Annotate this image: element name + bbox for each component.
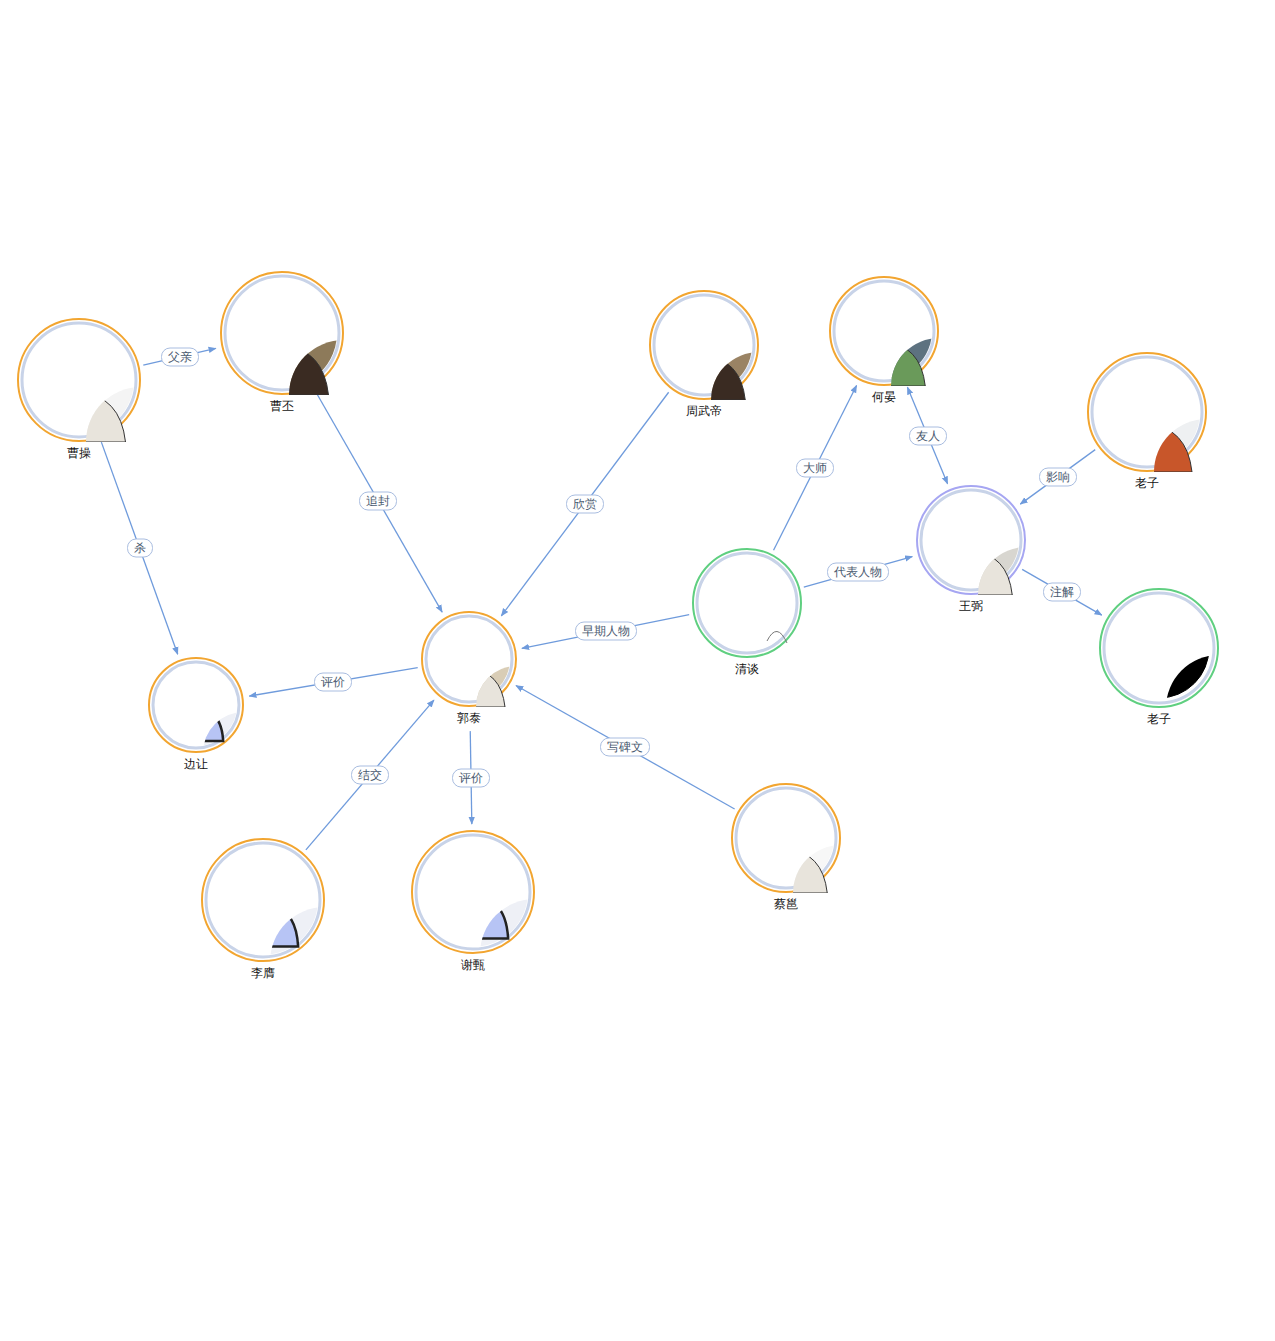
relation-label: 父亲 — [161, 347, 199, 366]
relation-arrow — [907, 387, 947, 483]
relation-arrow — [101, 442, 177, 654]
node-name-box: 曹丕 — [270, 398, 294, 415]
person-node: 蔡邕 — [731, 783, 841, 893]
node-name-box: 老子 — [1135, 475, 1159, 492]
relation-label: 结交 — [351, 765, 389, 784]
relation-arrow — [249, 668, 417, 696]
portrait-circle — [649, 290, 759, 400]
node-name-box: 边让 — [184, 756, 208, 773]
person-name: 曹操 — [67, 446, 91, 460]
relation-arrow — [501, 392, 668, 616]
node-name-box: 王弼 — [959, 598, 983, 615]
relation-arrow — [1022, 569, 1102, 615]
relation-arrow — [1020, 450, 1095, 504]
node-name-box: 曹操 — [67, 445, 91, 462]
person-node: 曹丕 — [220, 271, 344, 395]
person-name: 曹丕 — [270, 399, 294, 413]
person-node: 谢甄 — [411, 830, 535, 954]
relation-label: 影响 — [1039, 467, 1077, 486]
relation-arrow — [306, 700, 434, 850]
portrait-circle — [829, 276, 939, 386]
relation-label: 评价 — [452, 768, 490, 787]
node-name-box: 清谈 — [735, 661, 759, 678]
relation-label: 注解 — [1043, 583, 1081, 602]
node-name-box: 何晏 — [872, 389, 896, 406]
person-name: 老子 — [1135, 476, 1159, 490]
person-node: 老子 — [1099, 588, 1219, 708]
person-name: 蔡邕 — [774, 897, 798, 911]
relation-label: 大师 — [796, 458, 834, 477]
person-node: 郭泰 — [421, 611, 517, 707]
portrait-circle — [692, 548, 802, 658]
relation-arrow — [774, 385, 857, 550]
person-node: 曹操 — [17, 318, 141, 442]
person-node: 清谈 — [692, 548, 802, 658]
relation-label: 写碑文 — [600, 738, 650, 757]
person-name: 周武帝 — [686, 404, 722, 418]
portrait-circle — [201, 838, 325, 962]
node-name-box: 蔡邕 — [774, 896, 798, 913]
node-name-box: 郭泰 — [457, 710, 481, 727]
person-node: 老子 — [1087, 352, 1207, 472]
portrait-circle — [916, 485, 1026, 595]
node-name-box: 李膺 — [251, 965, 275, 982]
relation-label: 欣赏 — [566, 495, 604, 514]
portrait-circle — [220, 271, 344, 395]
person-node: 王弼 — [916, 485, 1026, 595]
person-node: 边让 — [148, 657, 244, 753]
relation-label: 早期人物 — [575, 622, 637, 641]
person-name: 老子 — [1147, 712, 1171, 726]
portrait-circle — [148, 657, 244, 753]
person-name: 郭泰 — [457, 711, 481, 725]
person-name: 清谈 — [735, 662, 759, 676]
relation-label: 评价 — [314, 672, 352, 691]
person-name: 边让 — [184, 757, 208, 771]
portrait-circle — [411, 830, 535, 954]
person-node: 李膺 — [201, 838, 325, 962]
portrait-circle — [1099, 588, 1219, 708]
portrait-circle — [731, 783, 841, 893]
person-name: 谢甄 — [461, 958, 485, 972]
node-name-box: 谢甄 — [461, 957, 485, 974]
relation-label: 代表人物 — [827, 562, 889, 581]
relation-label: 杀 — [127, 539, 153, 558]
relation-arrow — [315, 390, 442, 612]
relation-arrow — [522, 615, 689, 649]
portrait-circle — [1087, 352, 1207, 472]
relation-label: 友人 — [909, 426, 947, 445]
person-name: 王弼 — [959, 599, 983, 613]
node-name-box: 老子 — [1147, 711, 1171, 728]
person-name: 何晏 — [872, 390, 896, 404]
relation-arrow — [516, 686, 735, 809]
person-name: 李膺 — [251, 966, 275, 980]
relation-label: 追封 — [359, 492, 397, 511]
relation-arrow — [804, 557, 912, 588]
portrait-circle — [421, 611, 517, 707]
person-node: 周武帝 — [649, 290, 759, 400]
node-name-box: 周武帝 — [686, 403, 722, 420]
portrait-circle — [17, 318, 141, 442]
person-node: 何晏 — [829, 276, 939, 386]
